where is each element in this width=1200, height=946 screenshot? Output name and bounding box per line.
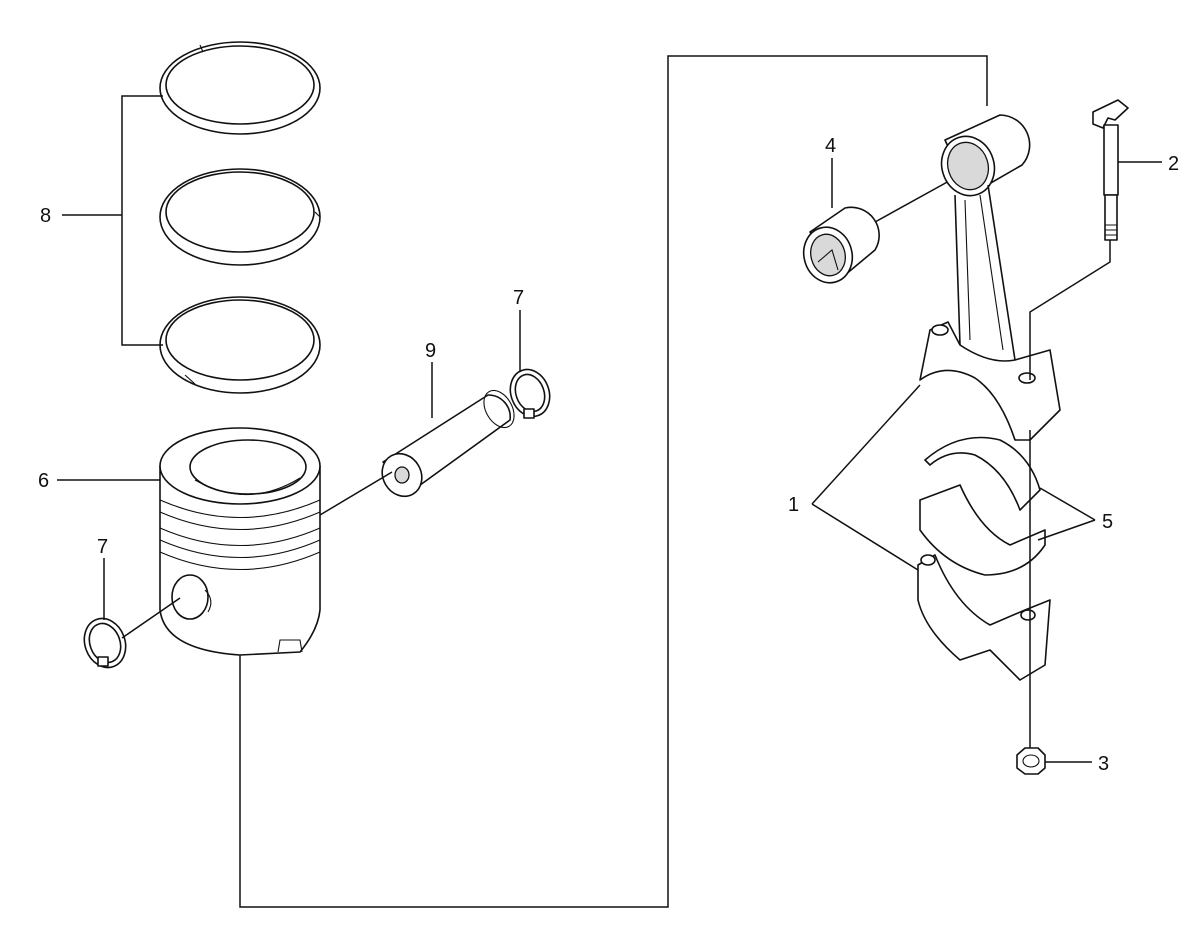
bearing-shell-upper xyxy=(924,436,1041,511)
connecting-rod-cap xyxy=(917,554,1051,681)
callout-7-right: 7 xyxy=(513,287,524,309)
piston-ring-top xyxy=(159,41,321,135)
piston-ring-bottom xyxy=(159,296,321,394)
callout-8: 8 xyxy=(40,205,51,227)
callout-2: 2 xyxy=(1168,153,1179,175)
leader-9-to-piston xyxy=(319,471,393,516)
piston-ring-middle xyxy=(159,168,321,266)
callout-3: 3 xyxy=(1098,753,1109,775)
rings-group-bracket xyxy=(121,95,163,346)
leader-7-left-to-piston xyxy=(121,597,181,639)
callout-1: 1 xyxy=(788,494,799,516)
leader-1-upper xyxy=(811,384,921,505)
connecting-rod xyxy=(919,114,1061,441)
piston xyxy=(159,427,321,656)
assembly-connector-line xyxy=(239,55,988,908)
bolt-axis-line xyxy=(1029,240,1111,380)
rod-nut xyxy=(1016,747,1046,775)
callout-6: 6 xyxy=(38,470,49,492)
circlip-right xyxy=(509,368,551,419)
leader-5-lower xyxy=(1037,519,1096,541)
small-end-bushing xyxy=(802,206,880,284)
callout-9: 9 xyxy=(425,340,436,362)
callout-5: 5 xyxy=(1102,511,1113,533)
leader-1-lower xyxy=(811,503,919,571)
leader-5-upper xyxy=(1039,487,1096,521)
circlip-left xyxy=(83,617,127,669)
leader-4-to-rod xyxy=(874,174,961,223)
callout-4: 4 xyxy=(825,135,836,157)
piston-pin xyxy=(381,389,515,498)
callout-7-left: 7 xyxy=(97,536,108,558)
bearing-shell-lower xyxy=(919,484,1046,576)
rod-bolt xyxy=(1092,99,1129,241)
